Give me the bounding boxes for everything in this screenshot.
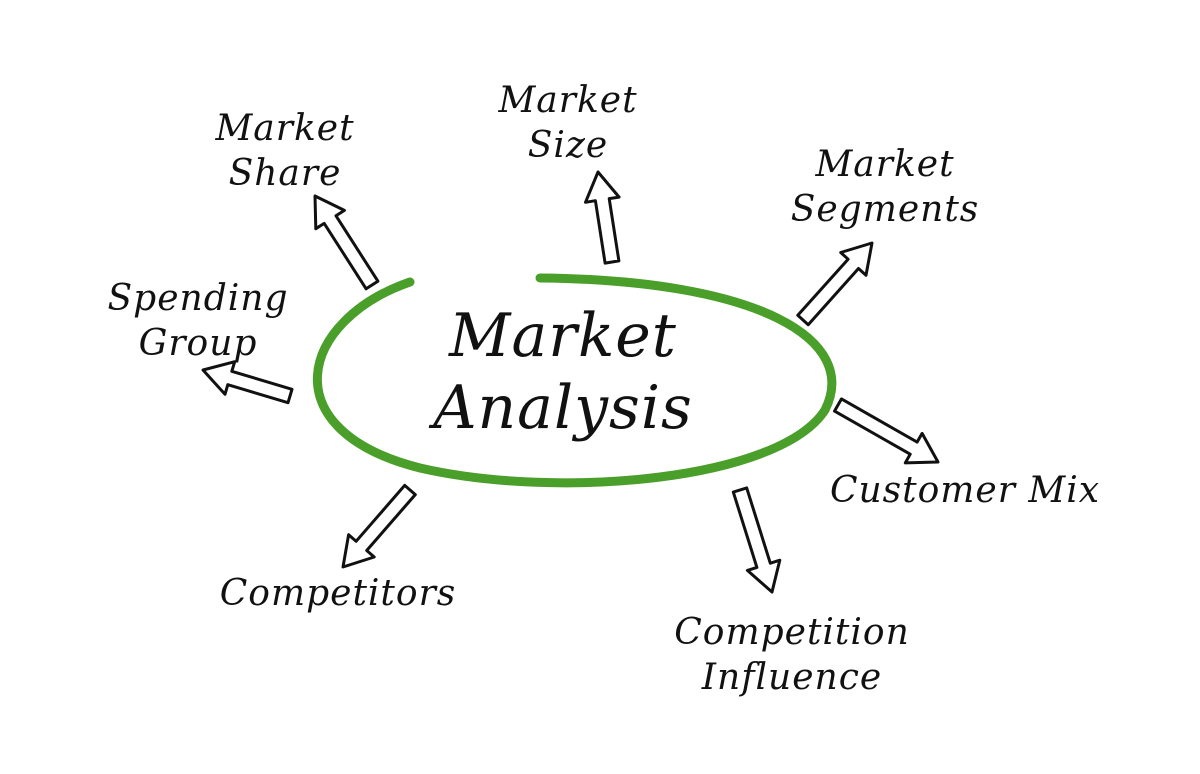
arrow-to-competition-influence-icon [731, 486, 782, 594]
node-label-line: Competition [674, 612, 910, 653]
center-title-line2: Analysis [433, 373, 693, 443]
center-ellipse [313, 273, 837, 488]
node-label-line: Influence [701, 657, 883, 698]
arrow-to-customer-mix-icon [833, 397, 940, 465]
node-competitors: Competitors [220, 571, 457, 616]
node-market-segments: Market Segments [791, 142, 980, 232]
node-competition-influence: Competition Influence [674, 610, 910, 700]
arrow-to-spending-group-icon [201, 360, 294, 405]
node-label-line: Group [138, 323, 258, 364]
center-title-line1: Market [449, 301, 677, 371]
node-label-line: Market [498, 80, 638, 121]
node-market-size: Market Size [498, 78, 637, 168]
node-label-line: Segments [790, 189, 980, 230]
node-spending-group: Spending Group [108, 276, 289, 366]
arrow-to-market-share-icon [313, 194, 380, 291]
node-label-line: Spending [107, 278, 289, 319]
node-label-line: Share [228, 153, 342, 194]
node-label-line: Market [215, 108, 355, 149]
node-label-line: Size [527, 125, 609, 166]
node-label-line: Market [815, 144, 955, 185]
node-customer-mix: Customer Mix [830, 468, 1100, 513]
arrow-to-market-size-icon [584, 170, 621, 265]
node-label-line: Customer Mix [829, 470, 1101, 511]
node-label-line: Competitors [219, 573, 457, 614]
node-market-share: Market Share [215, 106, 354, 196]
center-title: Market Analysis [433, 300, 693, 444]
arrow-to-market-segments-icon [796, 241, 874, 327]
arrow-to-competitors-icon [341, 483, 417, 569]
